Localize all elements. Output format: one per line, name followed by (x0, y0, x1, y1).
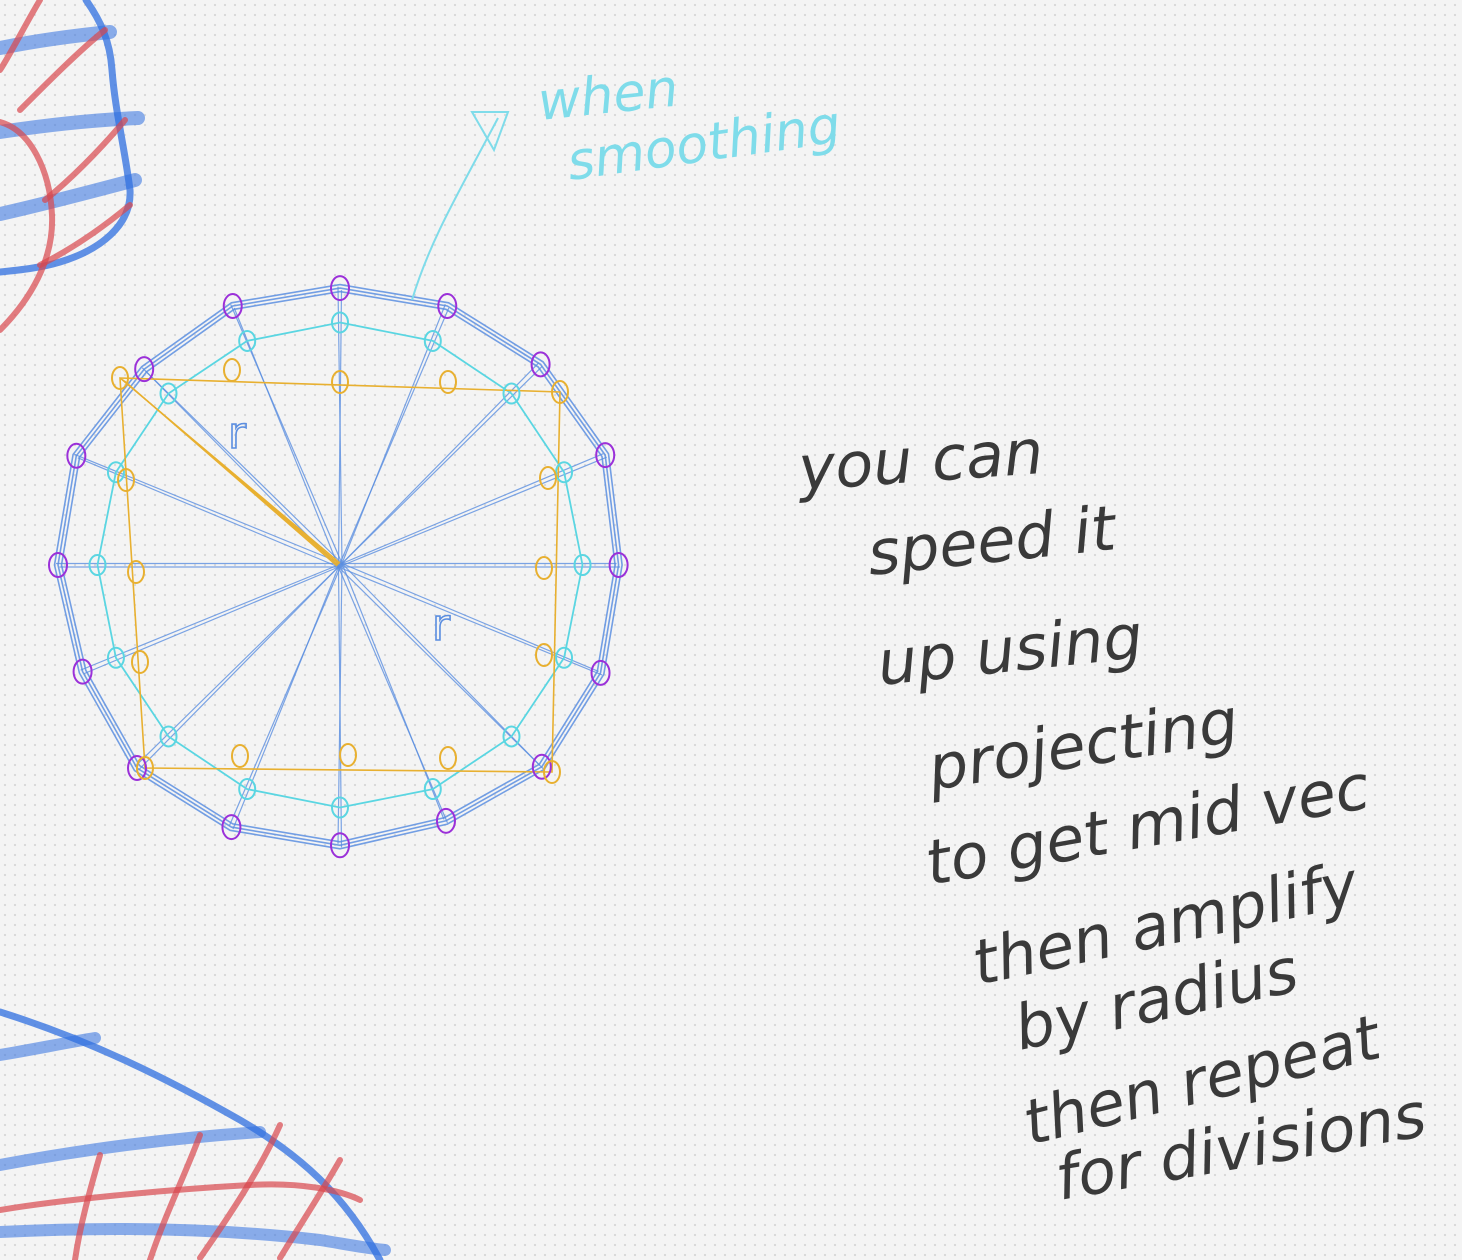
annotation-arrow-line (411, 117, 499, 301)
orange-vertex-marker (223, 358, 241, 382)
bottom-left-red-strokes (0, 1122, 363, 1260)
note-line-3: up using (874, 600, 1146, 700)
bottom-left-blue-strokes (0, 1008, 391, 1260)
spoke-line (77, 457, 339, 568)
outer-ring-stroke (60, 290, 616, 843)
outer-vertex-marker (437, 293, 458, 320)
orange-vertex-marker (131, 650, 149, 674)
outer-vertex-marker (66, 442, 87, 469)
spoke-line (83, 566, 339, 675)
spoke-line (134, 563, 343, 767)
cyan-vertex-marker (502, 725, 521, 748)
cyan-vertex-marker (106, 461, 125, 484)
cyan-vertex-marker (331, 311, 349, 334)
cyan-vertex-marker (106, 646, 125, 669)
cyan-vertex-marker (423, 778, 442, 801)
spoke-line (338, 566, 603, 676)
outer-vertex-marker (221, 814, 242, 841)
cyan-vertex-marker (555, 646, 574, 669)
cyan-vertex-marker (423, 329, 442, 352)
vertex-markers (48, 275, 629, 859)
orange-vertex-marker (543, 760, 561, 784)
orange-vertex-marker (339, 743, 357, 767)
cyan-vertex-marker (331, 796, 349, 819)
cyan-vertex-marker (159, 382, 178, 405)
orange-vertex-marker (136, 756, 154, 780)
spoke-line (228, 563, 343, 826)
spoke-line (341, 563, 445, 820)
radius-label-upper: r (228, 408, 247, 459)
annotation-line-1: when (535, 59, 681, 133)
note-line-1: you can (794, 415, 1046, 505)
spoke-line (138, 566, 339, 771)
outer-ring-stroke (53, 283, 623, 850)
outer-ring-stroke (57, 287, 620, 847)
outer-vertex-marker (330, 275, 350, 302)
orange-vertex-marker (535, 643, 553, 667)
outer-vertex-marker (608, 552, 629, 578)
orange-vertex-marker (331, 370, 349, 394)
note-line-2: speed it (864, 491, 1121, 590)
orange-vertex-marker (117, 468, 135, 492)
spoke-line (341, 563, 541, 766)
outer-vertex-marker (590, 659, 611, 686)
orange-vertex-marker (535, 556, 553, 580)
orange-vertex-marker (439, 746, 457, 770)
outer-vertex-marker (127, 754, 148, 781)
outer-vertex-marker (530, 351, 551, 378)
orange-vertex-marker (111, 366, 129, 390)
cyan-vertex-marker (573, 554, 592, 576)
cyan-smoothed-ring (96, 321, 584, 809)
spoke-line (230, 304, 343, 564)
cyan-vertex-marker (159, 725, 178, 748)
outer-polygon-ring (53, 283, 623, 850)
highlighted-radius (119, 377, 341, 567)
spoke-line (233, 307, 340, 568)
outer-vertex-marker (48, 552, 68, 578)
orange-vertex-marker (539, 466, 557, 490)
cyan-vertex-marker (88, 554, 107, 576)
cyan-vertex-marker (238, 778, 257, 801)
outer-vertex-marker (531, 753, 552, 780)
spoke-line (341, 362, 540, 564)
cyan-vertex-marker (555, 461, 574, 484)
top-left-red-strokes (0, 0, 133, 333)
outer-vertex-marker (595, 442, 616, 469)
cyan-ring-stroke (96, 321, 584, 809)
orange-vertex-marker (127, 560, 145, 584)
spoke-line (232, 566, 340, 830)
spoke-line (80, 562, 343, 671)
spoke-line (74, 453, 343, 565)
spoke-line (338, 365, 543, 568)
outer-vertex-marker (72, 658, 93, 685)
outer-vertex-marker (222, 293, 243, 320)
highlighted-radius-stroke (124, 380, 338, 567)
orange-vertex-marker (439, 370, 457, 394)
spoke-line (338, 456, 607, 568)
orange-vertex-marker (551, 380, 569, 404)
orange-vertex-marker (231, 744, 249, 768)
orange-inner-ring (119, 377, 561, 773)
outer-vertex-marker (330, 832, 350, 859)
spoke-line (338, 566, 544, 770)
cyan-vertex-marker (502, 382, 521, 405)
outer-vertex-marker (435, 807, 456, 834)
annotation-arrow-head (470, 111, 510, 153)
orange-ring-stroke (119, 377, 561, 773)
radius-label-lower: r (432, 600, 451, 651)
cyan-vertex-marker (238, 329, 257, 352)
outer-vertex-marker (134, 356, 155, 383)
spoke-line (341, 453, 604, 565)
radial-spokes (56, 286, 621, 848)
